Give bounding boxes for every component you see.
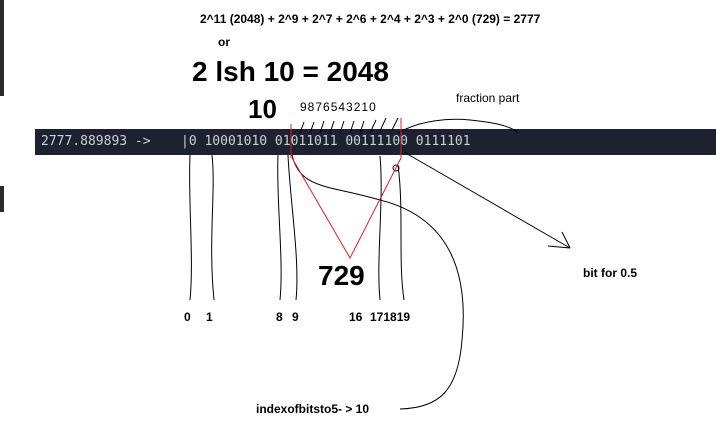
terminal-output-bar: 2777.889893 -> |0 10001010 01011011 0011…: [35, 129, 716, 155]
bit-position-label: 8: [276, 310, 283, 324]
bit-position-label: 9: [292, 310, 299, 324]
binary-representation: |0 10001010 01011011 00111100 0111101: [181, 134, 471, 149]
window-edge: [0, 0, 4, 96]
exponent-ten-label: 10: [248, 94, 277, 124]
fraction-part-label: fraction part: [456, 91, 520, 105]
window-edge-lower: [0, 186, 4, 212]
or-label: or: [218, 35, 230, 49]
sum-729-label: 729: [318, 260, 365, 291]
left-shift-equation: 2 lsh 10 = 2048: [192, 56, 389, 87]
bit-position-label: 16: [349, 310, 363, 324]
bit-position-label: 0: [184, 310, 191, 324]
float-value-prompt: 2777.889893 ->: [41, 134, 151, 149]
bit-position-label: 171819: [370, 310, 411, 324]
half-bit-label: bit for 0.5: [583, 266, 638, 280]
index-of-bits-note: indexofbitsto5- > 10: [256, 402, 370, 416]
bit-position-label: 1: [206, 310, 213, 324]
bit-index-digits: 9876543210: [300, 100, 377, 114]
exponent-sum-equation: 2^11 (2048) + 2^9 + 2^7 + 2^6 + 2^4 + 2^…: [200, 12, 541, 26]
